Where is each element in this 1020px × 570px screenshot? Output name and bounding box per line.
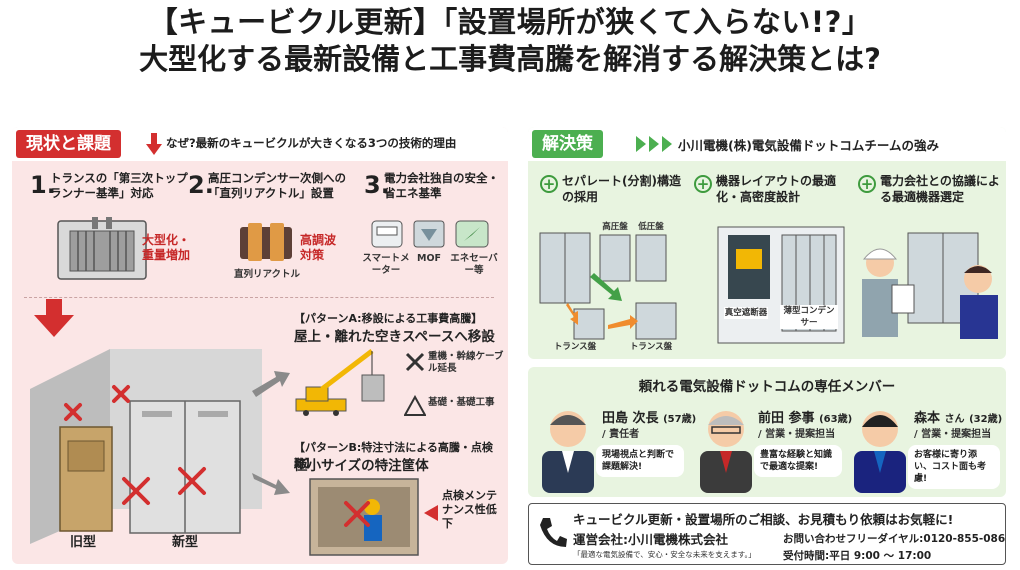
solution-2: 機器レイアウトの最適化・高密度設計	[716, 174, 837, 204]
diagram-label-vcb: 真空遮断器	[724, 307, 768, 319]
new-model-label: 新型	[172, 535, 199, 550]
plus-icon-3: +	[858, 175, 876, 193]
pattern-b-label: 【パターンB:特注寸法による高騰・点検難】	[294, 441, 493, 470]
reason-1: 1. トランスの「第三次トップランナー基準」対応	[30, 171, 190, 211]
page-title: 【キュービクル更新】「設置場所が狭くて入らない!?」 大型化する最新設備と工事費…	[0, 4, 1020, 78]
arrow-to-pattern-b-icon	[252, 473, 290, 495]
pattern-a-title: 屋上・離れた空きスペースへ移設	[294, 329, 495, 345]
solutions-panel: 解決策 小川電機(株)電気設備ドットコムチームの強み + セパレート(分割)構造…	[528, 127, 1006, 359]
device-label-1: スマートメーター	[362, 253, 410, 276]
member-2-quote: 豊富な経験と知識で最適な提案!	[754, 445, 842, 477]
pattern-b-title: 極小サイズの特注筐体	[294, 458, 429, 474]
member-1-quote: 現場視点と判断で課題解決!	[596, 445, 684, 477]
company-tagline: 「最適な電気設備で、安心・安全な未来を支えます。」	[573, 550, 756, 559]
issues-header: 現状と課題 なぜ?最新のキュービクルが大きくなる3つの技術的理由	[12, 127, 508, 161]
solution-3: 電力会社との協議による最適機器選定	[880, 174, 1000, 204]
reactor-icon	[240, 223, 292, 261]
chevrons-icon	[636, 136, 672, 152]
transformer-icon	[57, 217, 147, 280]
plus-icon-1: +	[540, 175, 558, 193]
energy-saver-icon	[455, 220, 489, 248]
team-title: 頼れる電気設備ドットコムの専任メンバー	[638, 379, 896, 395]
diagram-label-trans-2: トランス盤	[629, 342, 673, 352]
phone-icon	[540, 518, 567, 547]
member-3-role: / 営業・提案担当	[914, 429, 992, 440]
reason-1-text: トランスの「第三次トップランナー基準」対応	[50, 171, 188, 200]
section-divider	[24, 297, 494, 298]
solution-1: セパレート(分割)構造の採用	[562, 174, 681, 204]
cubicle-comparison-illustration	[30, 349, 262, 544]
solutions-header: 解決策 小川電機(株)電気設備ドットコムチームの強み	[528, 127, 1006, 161]
separate-structure-diagram	[539, 232, 677, 340]
down-arrow-icon	[146, 133, 162, 155]
toll-free-number[interactable]: お問い合わせフリーダイヤル:0120-855-086	[783, 533, 1006, 545]
reason-2: 2. 高圧コンデンサー次側への「直列リアクトル」設置	[188, 171, 358, 211]
cramped-cubicle-illustration	[309, 478, 419, 556]
issues-subtitle: なぜ?最新のキュービクルが大きくなる3つの技術的理由	[166, 136, 457, 150]
contact-headline: キュービクル更新・設置場所のご相談、お見積もり依頼はお気軽に!	[573, 512, 954, 527]
avatar-tajima	[542, 411, 594, 493]
diagram-label-lv: 低圧盤	[638, 222, 664, 232]
arrow-to-pattern-a-icon	[252, 371, 290, 397]
crane-illustration	[295, 349, 385, 416]
foundation-icon	[404, 395, 426, 416]
pattern-a-label: 【パターンA:移設による工事費高騰】	[294, 312, 483, 325]
reason-2-number: 2.	[188, 171, 214, 199]
diagram-label-capacitor: 薄型コンデンサー	[780, 305, 838, 329]
contact-box: キュービクル更新・設置場所のご相談、お見積もり依頼はお気軽に! 運営会社:小川電…	[528, 503, 1006, 565]
member-2-role: / 営業・提案担当	[758, 429, 836, 440]
title-line-1: 【キュービクル更新】「設置場所が狭くて入らない!?」	[148, 5, 872, 39]
reason-1-number: 1.	[30, 171, 56, 199]
left-arrow-icon	[424, 505, 438, 521]
consultation-illustration	[862, 232, 998, 339]
member-1-role: / 責任者	[602, 429, 640, 440]
mof-icon	[413, 220, 445, 248]
team-members-panel: 頼れる電気設備ドットコムの専任メンバー 田島 次長 (57歳) / 責任者 現場…	[528, 367, 1006, 497]
title-line-2: 大型化する最新設備と工事費高騰を解消する解決策とは?	[139, 42, 881, 76]
current-issues-panel: 現状と課題 なぜ?最新のキュービクルが大きくなる3つの技術的理由 1. トランス…	[12, 127, 508, 564]
reason-3-number: 3.	[364, 171, 390, 199]
maintenance-issue: 点検メンテナンス性低下	[442, 489, 497, 530]
member-3-name: 森本 さん (32歳)	[914, 411, 1003, 426]
reactor-label: 直列リアクトル	[233, 269, 301, 280]
effect-harmonics: 高調波対策	[300, 233, 337, 262]
operating-company: 運営会社:小川電機株式会社	[573, 532, 728, 547]
big-down-arrow-icon	[34, 299, 74, 337]
cost-heavy-machinery: 重機・幹線ケーブル延長	[428, 351, 504, 374]
cost-foundation: 基礎・基礎工事	[428, 397, 495, 408]
device-label-2: MOF	[416, 253, 442, 264]
plus-icon-2: +	[694, 175, 712, 193]
member-3-quote: お客様に寄り添い、コスト面も考慮!	[908, 445, 1000, 489]
reason-3-text: 電力会社独自の安全・省エネ基準	[384, 171, 499, 200]
business-hours: 受付時間:平日 9:00 〜 17:00	[783, 550, 932, 562]
member-1-name: 田島 次長 (57歳)	[602, 411, 697, 426]
reason-3: 3. 電力会社独自の安全・省エネ基準	[364, 171, 504, 211]
effect-size-weight: 大型化・重量増加	[142, 233, 191, 262]
reason-2-text: 高圧コンデンサー次側への「直列リアクトル」設置	[208, 171, 346, 200]
member-2-name: 前田 参事 (63歳)	[758, 411, 853, 426]
tools-icon	[405, 352, 425, 372]
avatar-maeda	[700, 411, 752, 493]
diagram-label-hv: 高圧盤	[602, 222, 628, 232]
smart-meter-icon	[371, 220, 403, 248]
diagram-label-trans-1: トランス盤	[553, 342, 597, 352]
old-model-label: 旧型	[70, 535, 97, 550]
solutions-subtitle: 小川電機(株)電気設備ドットコムチームの強み	[678, 138, 940, 153]
avatar-morimoto	[854, 411, 906, 493]
issues-tag: 現状と課題	[16, 130, 121, 158]
device-label-3: エネセーバー等	[450, 253, 498, 276]
solutions-tag: 解決策	[532, 130, 603, 158]
